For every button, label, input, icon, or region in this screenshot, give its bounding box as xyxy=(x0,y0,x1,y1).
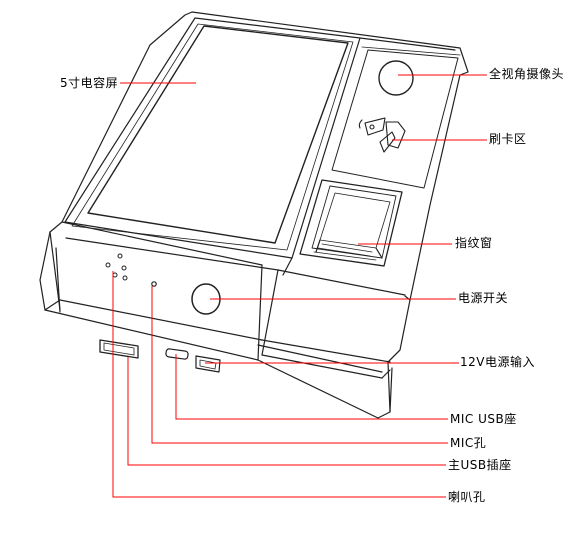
power-input-socket xyxy=(195,355,221,373)
right-panel xyxy=(331,46,461,189)
leader-mic-usb xyxy=(175,354,448,420)
label-mic-hole: MIC孔 xyxy=(450,436,487,450)
label-fingerprint: 指纹窗 xyxy=(455,236,493,250)
fingerprint-window xyxy=(299,179,403,267)
card-reader-icon xyxy=(358,117,406,153)
leader-lines xyxy=(112,74,487,498)
speaker-holes xyxy=(105,253,128,281)
main-usb-socket xyxy=(99,339,139,359)
label-card-area: 刷卡区 xyxy=(489,132,527,146)
label-main-usb: 主USB插座 xyxy=(448,458,512,472)
label-mic-usb: MIC USB座 xyxy=(450,412,517,426)
leader-main-usb xyxy=(127,357,446,466)
leader-speaker xyxy=(112,271,446,498)
screen-bezel xyxy=(64,17,456,276)
camera-lens xyxy=(378,60,414,96)
capacitive-screen xyxy=(87,25,349,244)
mic-usb-socket xyxy=(165,348,189,360)
label-camera: 全视角摄像头 xyxy=(489,67,565,81)
label-power-input: 12V电源输入 xyxy=(460,355,535,369)
leader-mic-hole xyxy=(151,286,448,444)
label-screen: 5寸电容屏 xyxy=(60,76,119,90)
label-speaker: 喇叭孔 xyxy=(448,490,486,504)
mic-hole-shape xyxy=(151,281,157,287)
label-power-switch: 电源开关 xyxy=(458,291,509,305)
